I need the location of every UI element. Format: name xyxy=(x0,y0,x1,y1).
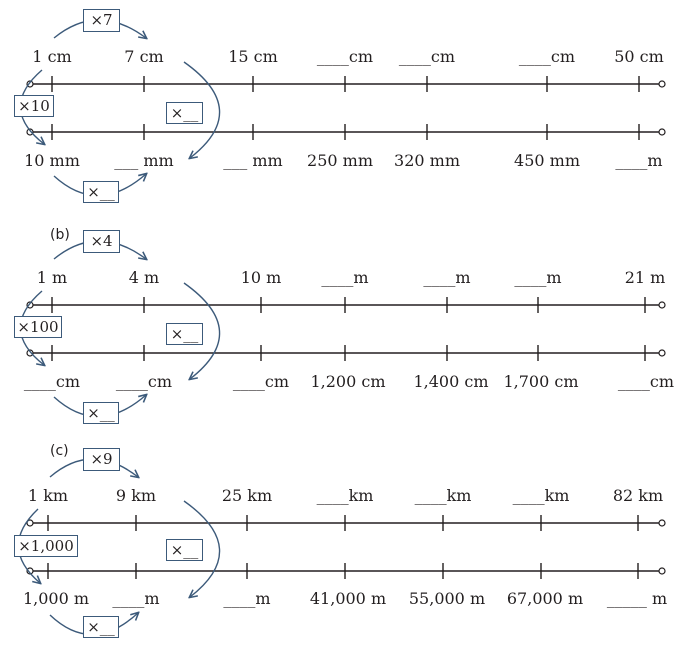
part-b-top-label-6: ____m xyxy=(514,268,562,287)
part-a-top-label-5: ____cm xyxy=(398,47,456,66)
part-c-bottom-multiplier-box[interactable]: ×__ xyxy=(83,616,119,638)
part-a-top-label-4: ____cm xyxy=(316,47,374,66)
part-c-top-multiplier-box[interactable]: ×9 xyxy=(83,448,120,471)
part-c-bottom-label-1: 1,000 m xyxy=(22,589,90,608)
part-b-bottom-multiplier-box[interactable]: ×__ xyxy=(83,402,119,424)
part-b-bottom-label-7: ____cm xyxy=(617,372,675,391)
part-a-bottom-label-3: ___ mm xyxy=(223,151,283,170)
part-b-top-label-7: 21 m xyxy=(624,268,666,287)
part-c-right-curved-arrow xyxy=(183,500,221,597)
part-a-top-line-end-point xyxy=(658,80,666,88)
part-b-top-label-4: ____m xyxy=(321,268,369,287)
part-b-top-line-end-point xyxy=(658,301,666,309)
part-b-bottom-line-end-point xyxy=(658,349,666,357)
part-c-bottom-label-2: ____m xyxy=(112,589,160,608)
part-c-top-label-1: 1 km xyxy=(27,486,69,505)
part-a-top-label-2: 7 cm xyxy=(124,47,164,66)
part-a-top-label-3: 15 cm xyxy=(228,47,278,66)
part-c-top-line-start-point xyxy=(26,519,34,527)
part-b-section: (b) ×4 1 m 4 m 10 m ____m ____m ____m 21… xyxy=(0,221,696,437)
part-c-bottom-label-5: 55,000 m xyxy=(408,589,486,608)
part-c-label: (c) xyxy=(50,443,69,459)
part-c-top-label-5: ____km xyxy=(414,486,472,505)
part-c-bottom-label-6: 67,000 m xyxy=(506,589,584,608)
part-a-bottom-line-start-point xyxy=(26,128,34,136)
part-b-reverse-factor-box[interactable]: ×__ xyxy=(166,323,203,345)
part-c-reverse-factor-box[interactable]: ×__ xyxy=(166,539,203,561)
part-b-bottom-line-start-point xyxy=(26,349,34,357)
part-b-bottom-label-3: ____cm xyxy=(232,372,290,391)
part-a-bottom-line-end-point xyxy=(658,128,666,136)
part-b-right-curved-arrow xyxy=(183,282,221,379)
part-b-top-label-5: ____m xyxy=(423,268,471,287)
part-a-conversion-factor-box[interactable]: ×10 xyxy=(14,95,54,117)
part-a-reverse-factor-box[interactable]: ×__ xyxy=(166,102,203,124)
part-a-bottom-label-4: 250 mm xyxy=(307,151,373,170)
part-c-bottom-line-end-point xyxy=(658,567,666,575)
part-c-bottom-label-4: 41,000 m xyxy=(309,589,387,608)
part-b-label: (b) xyxy=(50,227,70,243)
part-a-bottom-label-6: 450 mm xyxy=(514,151,580,170)
part-b-conversion-factor-box[interactable]: ×100 xyxy=(14,316,62,338)
part-b-bottom-label-6: 1,700 cm xyxy=(503,372,579,391)
part-b-bottom-label-4: 1,200 cm xyxy=(310,372,386,391)
part-b-top-label-2: 4 m xyxy=(128,268,160,287)
part-c-top-line-end-point xyxy=(658,519,666,527)
part-b-bottom-label-2: ____cm xyxy=(115,372,173,391)
part-a-bottom-multiplier-box[interactable]: ×__ xyxy=(83,181,119,203)
part-b-number-lines xyxy=(19,240,666,418)
part-a-top-multiplier-box[interactable]: ×7 xyxy=(83,9,120,32)
part-a-bottom-label-1: 10 mm xyxy=(24,151,80,170)
part-c-section: (c) ×9 1 km 9 km 25 km ____km ____km ___… xyxy=(0,439,696,649)
part-c-top-label-2: 9 km xyxy=(115,486,157,505)
part-a-top-label-1: 1 cm xyxy=(32,47,72,66)
part-b-top-label-1: 1 m xyxy=(36,268,68,287)
part-a-bottom-label-5: 320 mm xyxy=(394,151,460,170)
part-c-top-label-7: 82 km xyxy=(612,486,664,505)
part-c-bottom-label-3: ____m xyxy=(223,589,271,608)
part-a-bottom-label-2: ___ mm xyxy=(114,151,174,170)
part-a-right-curved-arrow xyxy=(183,61,221,158)
part-b-top-label-3: 10 m xyxy=(240,268,282,287)
part-c-top-label-3: 25 km xyxy=(221,486,273,505)
part-a-section: ×7 1 cm 7 cm 15 cm ____cm ____cm ____cm … xyxy=(0,0,696,216)
part-b-top-multiplier-box[interactable]: ×4 xyxy=(83,230,120,253)
part-c-top-label-4: ____km xyxy=(316,486,374,505)
part-b-bottom-label-1: ____cm xyxy=(23,372,81,391)
part-b-bottom-label-5: 1,400 cm xyxy=(413,372,489,391)
part-a-top-label-7: 50 cm xyxy=(614,47,664,66)
part-a-top-label-6: ____cm xyxy=(518,47,576,66)
part-c-conversion-factor-box[interactable]: ×1,000 xyxy=(14,535,78,557)
part-c-bottom-label-7: _____ m xyxy=(606,589,668,608)
part-a-bottom-label-7: ____m xyxy=(615,151,663,170)
part-c-top-label-6: ____km xyxy=(512,486,570,505)
